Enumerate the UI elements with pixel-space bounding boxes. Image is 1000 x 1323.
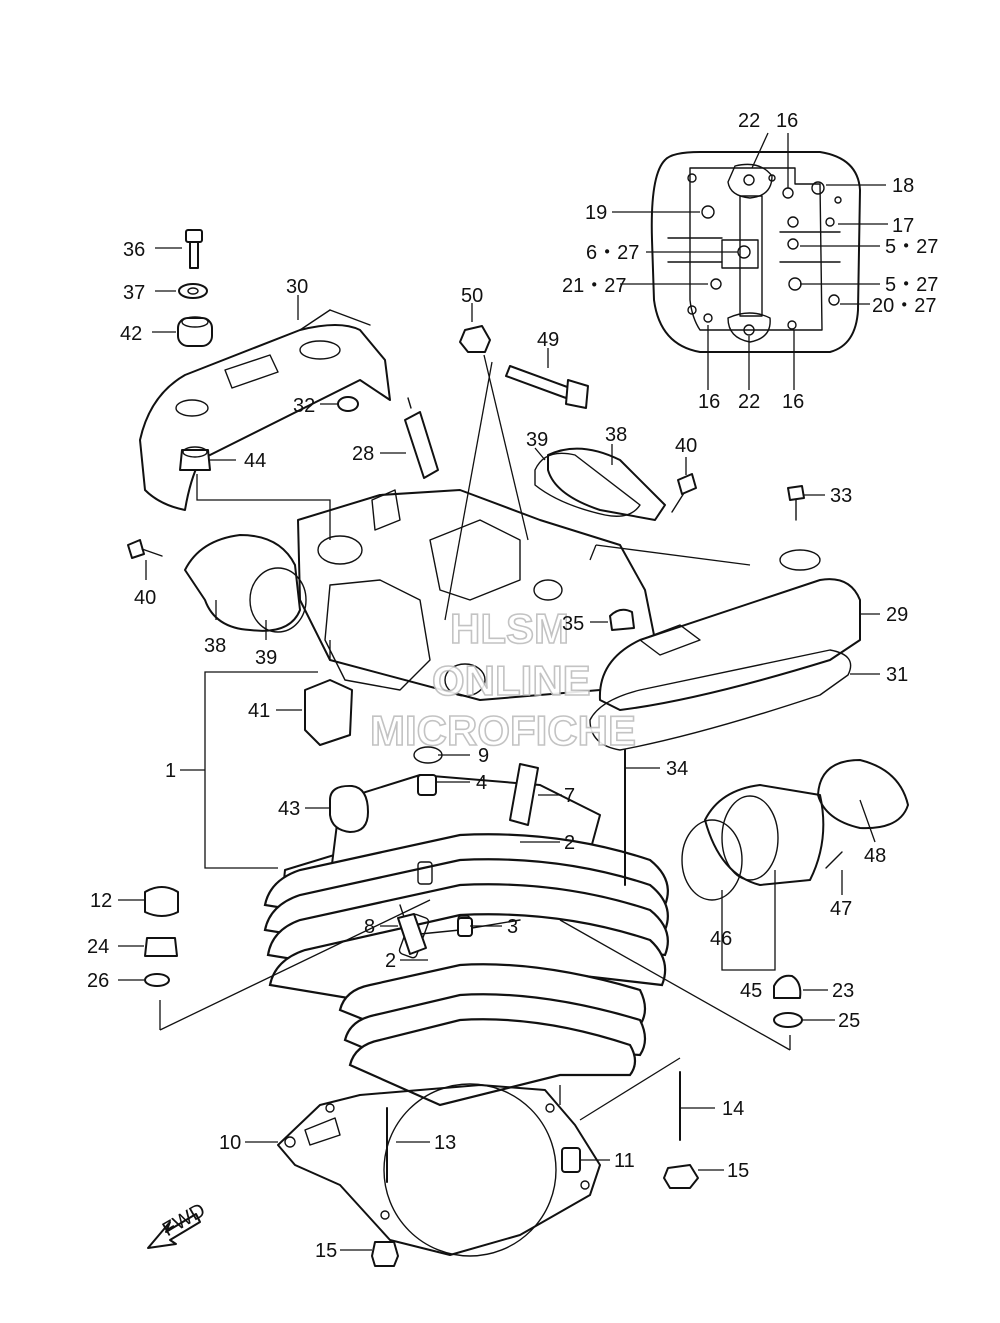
cylinder-block: [263, 774, 669, 1107]
part-label-8: 8: [364, 916, 375, 938]
part-label-34: 34: [666, 758, 688, 780]
part-label-35: 35: [562, 613, 584, 635]
part-label-16-left: 16: [698, 391, 720, 413]
part-label-9: 9: [478, 745, 489, 767]
part-label-38-upper: 38: [605, 424, 627, 446]
part-label-28: 28: [352, 443, 374, 465]
fwd-label: FWD: [159, 1199, 209, 1241]
watermark: HLSM ONLINE MICROFICHE: [369, 604, 637, 755]
part-label-31: 31: [886, 664, 908, 686]
part-label-2-upper: 2: [564, 832, 575, 854]
part-label-10: 10: [219, 1132, 241, 1154]
part-label-43: 43: [278, 798, 300, 820]
cylinder-head: [297, 489, 656, 701]
part-label-20-27: 20・27: [872, 295, 937, 317]
part-label-3: 3: [507, 916, 518, 938]
part-label-23: 23: [832, 980, 854, 1002]
small-parts: [127, 229, 909, 1267]
part-label-50: 50: [461, 285, 483, 307]
part-label-2-lower: 2: [385, 950, 396, 972]
part-label-16-top: 16: [776, 110, 798, 132]
part-label-32: 32: [293, 395, 315, 417]
part-label-46: 46: [710, 928, 732, 950]
part-label-17: 17: [892, 215, 914, 237]
watermark-line-3: MICROFICHE: [370, 707, 636, 754]
part-label-19: 19: [585, 202, 607, 224]
part-label-44: 44: [244, 450, 266, 472]
cylinder-base-gasket: [277, 1083, 601, 1257]
watermark-line-2: ONLINE: [432, 657, 591, 704]
watermark-line-1: HLSM: [450, 605, 569, 652]
part-label-18: 18: [892, 175, 914, 197]
part-label-5-27-lower: 5・27: [885, 274, 938, 296]
part-label-21-27: 21・27: [562, 275, 627, 297]
part-label-25: 25: [838, 1010, 860, 1032]
part-label-15-bottom: 15: [315, 1240, 337, 1262]
part-label-4: 4: [476, 772, 487, 794]
part-label-24: 24: [87, 936, 109, 958]
part-label-14: 14: [722, 1098, 744, 1120]
part-labels: 22 16 18 17 19 6・27 5・27 21・27 5・27 20・2…: [87, 110, 938, 1262]
part-label-5-27-upper: 5・27: [885, 236, 938, 258]
part-label-6-27: 6・27: [586, 242, 639, 264]
head-cover-front: [589, 549, 861, 751]
part-label-38-lower: 38: [204, 635, 226, 657]
part-label-40-right: 40: [675, 435, 697, 457]
leader-lines: [118, 132, 888, 1251]
part-label-30: 30: [286, 276, 308, 298]
part-label-1: 1: [165, 760, 176, 782]
part-label-39-upper: 39: [526, 429, 548, 451]
part-label-45: 45: [740, 980, 762, 1002]
part-label-49: 49: [537, 329, 559, 351]
part-label-42: 42: [120, 323, 142, 345]
head-cover-rear: [139, 309, 391, 511]
part-label-37: 37: [123, 282, 145, 304]
part-label-15-right: 15: [727, 1160, 749, 1182]
forward-direction-arrow: FWD: [147, 1199, 209, 1249]
part-label-41: 41: [248, 700, 270, 722]
part-label-11: 11: [614, 1150, 635, 1172]
part-label-36: 36: [123, 239, 145, 261]
part-label-47: 47: [830, 898, 852, 920]
part-label-7: 7: [564, 785, 575, 807]
part-label-22-bottom: 22: [738, 391, 760, 413]
part-label-13: 13: [434, 1132, 456, 1154]
part-label-40-left: 40: [134, 587, 156, 609]
part-label-16-right: 16: [782, 391, 804, 413]
part-label-22-top: 22: [738, 110, 760, 132]
part-label-33: 33: [830, 485, 852, 507]
part-label-48: 48: [864, 845, 886, 867]
part-label-26: 26: [87, 970, 109, 992]
part-label-29: 29: [886, 604, 908, 626]
cylinder-head-underside-inset: [650, 151, 861, 353]
part-label-12: 12: [90, 890, 112, 912]
part-label-39-lower: 39: [255, 647, 277, 669]
